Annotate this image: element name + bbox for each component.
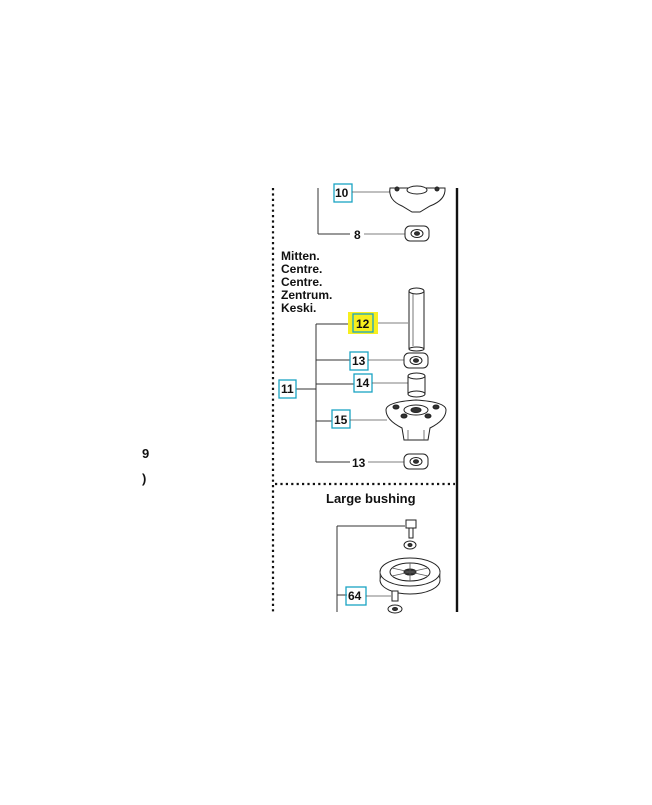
bearing-8: [404, 225, 430, 242]
callout-box-12: [352, 313, 374, 333]
hub-partial: [389, 185, 446, 213]
callout-box-13a: [349, 351, 369, 371]
bolt: [405, 519, 417, 539]
bearing-13a: [403, 352, 429, 369]
left-fragment-paren: ): [142, 471, 146, 486]
caption-line-4: Zentrum.: [281, 288, 332, 302]
callout-12: 12: [356, 317, 370, 331]
spacer-14: [407, 372, 426, 398]
centre-caption: Mitten. Centre. Centre. Zentrum. Keski.: [281, 249, 332, 315]
callout-13b: 13: [352, 456, 366, 470]
pulley: [379, 557, 441, 595]
large-bushing-bracket: [336, 525, 405, 612]
small-bushing: [387, 590, 403, 614]
caption-line-2: Centre.: [281, 262, 322, 276]
hub-housing-15: [385, 399, 447, 441]
callout-10: 10: [335, 186, 349, 200]
highlight-12: [348, 312, 378, 334]
bearing-13b: [403, 453, 429, 470]
callout-box-10: [333, 183, 353, 203]
large-bushing-title: Large bushing: [326, 491, 416, 506]
callout-15: 15: [334, 413, 348, 427]
washer: [403, 540, 417, 550]
callout-8: 8: [354, 228, 361, 242]
callout-14: 14: [356, 376, 370, 390]
callout-13a: 13: [352, 354, 366, 368]
shaft-12: [408, 287, 425, 352]
callout-box-15: [331, 409, 351, 429]
callout-64: 64: [348, 589, 362, 603]
callout-11: 11: [281, 382, 294, 396]
top-section: 10 8: [317, 183, 446, 242]
caption-line-5: Keski.: [281, 301, 316, 315]
caption-line-1: Mitten.: [281, 249, 320, 263]
left-fragment-9: 9: [142, 446, 149, 461]
caption-line-3: Centre.: [281, 275, 322, 289]
centre-bracket: [296, 323, 354, 463]
callout-box-11: [278, 379, 297, 399]
